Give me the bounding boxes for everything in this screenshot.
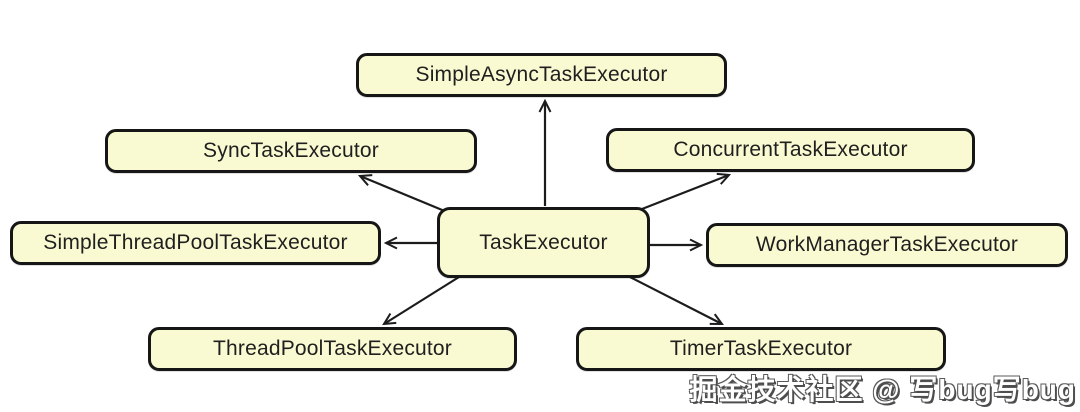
node-label: SimpleAsyncTaskExecutor <box>415 63 668 86</box>
node-task-executor: TaskExecutor <box>437 207 650 278</box>
node-label: TaskExecutor <box>479 230 608 254</box>
node-simple-thread-pool-task-executor: SimpleThreadPoolTaskExecutor <box>10 221 381 265</box>
node-work-manager-task-executor: WorkManagerTaskExecutor <box>706 223 1068 267</box>
node-sync-task-executor: SyncTaskExecutor <box>105 129 477 173</box>
node-concurrent-task-executor: ConcurrentTaskExecutor <box>606 128 975 172</box>
arrow-taskexecutor-to-synctaskexecutor <box>357 174 448 214</box>
arrow-taskexecutor-to-threadpooltaskexecutor <box>382 276 460 326</box>
node-label: SyncTaskExecutor <box>203 139 379 162</box>
node-timer-task-executor: TimerTaskExecutor <box>576 327 946 371</box>
node-label: TimerTaskExecutor <box>669 337 853 360</box>
node-label: WorkManagerTaskExecutor <box>755 233 1019 256</box>
node-label: SimpleThreadPoolTaskExecutor <box>43 231 348 254</box>
node-simple-async-task-executor: SimpleAsyncTaskExecutor <box>356 53 727 97</box>
arrow-taskexecutor-to-concurrenttaskexecutor <box>641 172 732 211</box>
node-label: ConcurrentTaskExecutor <box>673 138 908 161</box>
watermark-text: 掘金技术社区 @ 写bug写bug <box>689 374 1076 405</box>
arrow-taskexecutor-to-timertaskexecutor <box>629 276 724 326</box>
node-thread-pool-task-executor: ThreadPoolTaskExecutor <box>148 327 517 371</box>
node-label: ThreadPoolTaskExecutor <box>212 337 453 360</box>
